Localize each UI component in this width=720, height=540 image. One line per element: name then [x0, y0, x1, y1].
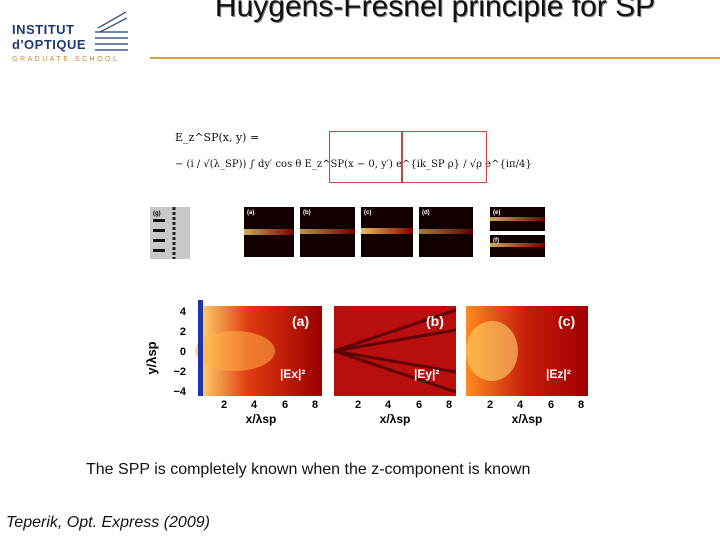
y-tick-4: 4	[180, 306, 187, 318]
panel-c-field: |Ez|²	[546, 367, 571, 381]
logo-line-1: INSTITUT	[12, 22, 75, 37]
x-tick-c-8: 8	[578, 399, 584, 411]
equation-line-2: − (i / √(λ_SP)) ∫ dy′ cos θ E_z^SP(x − 0…	[175, 159, 532, 170]
equation-highlight-box-2	[401, 131, 487, 183]
x-tick-a-8: 8	[312, 399, 318, 411]
x-tick-a-2: 2	[221, 399, 227, 411]
title-underline	[150, 57, 720, 59]
panel-a-field: |Ex|²	[280, 367, 305, 381]
x-tick-a-4: 4	[251, 399, 258, 411]
x-tick-b-2: 2	[355, 399, 361, 411]
x-tick-b-8: 8	[446, 399, 452, 411]
institut-optique-logo: INSTITUT d'OPTIQUE GRADUATE SCHOOL	[10, 6, 145, 66]
panel-a-tag: (a)	[292, 313, 309, 329]
field-maps-top-figure: (a) (b) (c) (d) (e) (f) (g)	[150, 207, 545, 259]
x-axis-label-c: x/λsp	[512, 412, 543, 426]
y-tick-2: 2	[180, 326, 186, 338]
top-panel-tag-f: (f)	[493, 238, 499, 244]
slide-caption: The SPP is completely known when the z-c…	[86, 461, 531, 478]
x-tick-b-6: 6	[416, 399, 422, 411]
y-tick-m4: −4	[173, 386, 186, 398]
y-axis-label: y/λsp	[144, 341, 159, 374]
slit-screen-a	[198, 300, 203, 396]
x-axis-label-a: x/λsp	[246, 412, 277, 426]
x-axis-label-b: x/λsp	[380, 412, 411, 426]
top-panel-tag-a: (a)	[247, 210, 254, 216]
top-panel-tag-d: (d)	[422, 210, 430, 216]
logo-line-2: d'OPTIQUE	[12, 37, 87, 52]
slide-title: Huygens-Fresnel principle for SP	[214, 0, 656, 23]
panel-b: (b) |Ey|²	[333, 306, 457, 396]
y-tick-m2: −2	[173, 366, 186, 378]
logo-graphic	[95, 11, 128, 51]
x-tick-a-6: 6	[282, 399, 288, 411]
citation: Teperik, Opt. Express (2009)	[6, 514, 210, 531]
huygens-equation: E_z^SP(x, y) = − (i / √(λ_SP)) ∫ dy′ cos…	[175, 127, 560, 185]
panel-b-field: |Ey|²	[414, 367, 439, 381]
x-tick-c-2: 2	[487, 399, 493, 411]
panel-b-tag: (b)	[426, 313, 444, 329]
equation-highlight-box-1	[329, 131, 403, 183]
x-tick-b-4: 4	[385, 399, 392, 411]
equation-line-1: E_z^SP(x, y) =	[175, 131, 260, 144]
panel-a: (a) |Ex|²	[195, 300, 322, 396]
panel-c-tag: (c)	[558, 313, 575, 329]
top-panel-tag-b: (b)	[303, 210, 311, 216]
intensity-maps-figure: y/λsp 4 2 0 −2 −4 (a) |Ex|² (b) |Ey|² (c…	[144, 300, 588, 426]
top-panel-tag-e: (e)	[493, 210, 500, 216]
y-tick-0: 0	[180, 346, 186, 358]
logo-line-3: GRADUATE SCHOOL	[12, 56, 120, 63]
top-field-panels	[244, 207, 545, 257]
panel-c: (c) |Ez|²	[466, 306, 588, 396]
x-tick-c-6: 6	[548, 399, 554, 411]
top-panel-tag-c: (c)	[364, 210, 371, 216]
top-panel-tag-g: (g)	[153, 211, 161, 217]
x-tick-c-4: 4	[517, 399, 524, 411]
